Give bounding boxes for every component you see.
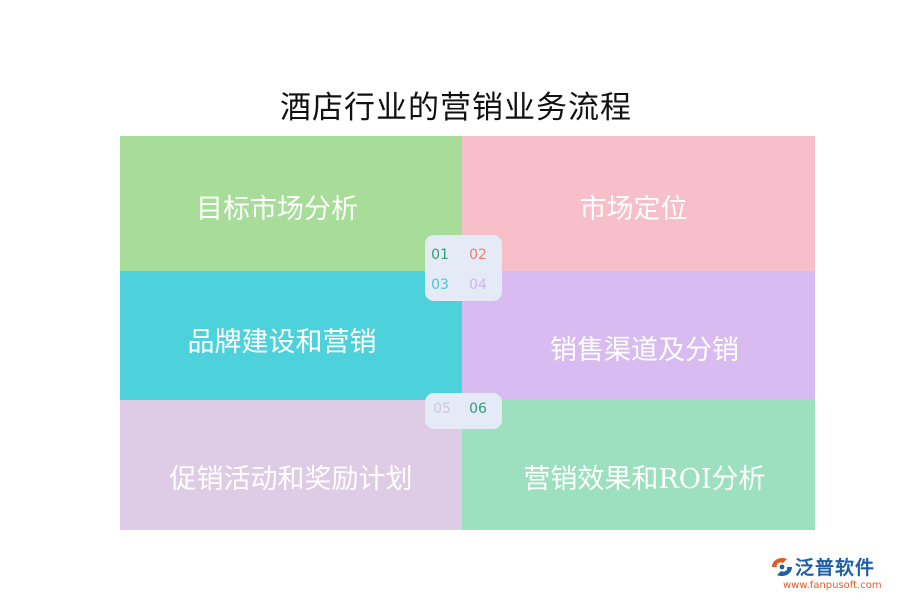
step-3-box: 品牌建设和营销 — [120, 271, 462, 400]
step-2-box: 市场定位 — [462, 136, 815, 271]
logo-url: www.fanpusoft.com — [783, 580, 882, 591]
step-5-label: 促销活动和奖励计划 — [169, 463, 413, 495]
fanpu-logo-icon — [772, 557, 792, 577]
step-number-01: 01 — [431, 247, 449, 263]
diagram-title: 酒店行业的营销业务流程 — [280, 90, 632, 126]
step-4-label: 销售渠道及分销 — [550, 335, 739, 366]
step-number-06: 06 — [469, 401, 487, 417]
step-1-label: 目标市场分析 — [196, 194, 358, 225]
step-1-box: 目标市场分析 — [120, 136, 462, 271]
brand-logo: 泛普软件 www.fanpusoft.com — [768, 552, 892, 596]
step-4-box: 销售渠道及分销 — [462, 271, 815, 400]
step-3-label: 品牌建设和营销 — [187, 327, 377, 358]
process-grid: 目标市场分析 市场定位 品牌建设和营销 销售渠道及分销 促销活动和奖励计划 营销… — [120, 136, 815, 530]
step-6-label: 营销效果和ROI分析 — [523, 463, 766, 495]
step-number-badge-top: 01 02 03 04 — [425, 235, 502, 301]
step-number-04: 04 — [469, 277, 487, 293]
step-6-box: 营销效果和ROI分析 — [462, 400, 815, 530]
step-number-05: 05 — [433, 401, 451, 417]
step-5-box: 促销活动和奖励计划 — [120, 400, 462, 530]
step-2-label: 市场定位 — [579, 194, 688, 225]
step-number-badge-bottom: 05 06 — [425, 393, 502, 429]
step-number-03: 03 — [431, 277, 449, 293]
logo-name: 泛普软件 — [795, 557, 876, 579]
step-number-02: 02 — [469, 247, 487, 263]
